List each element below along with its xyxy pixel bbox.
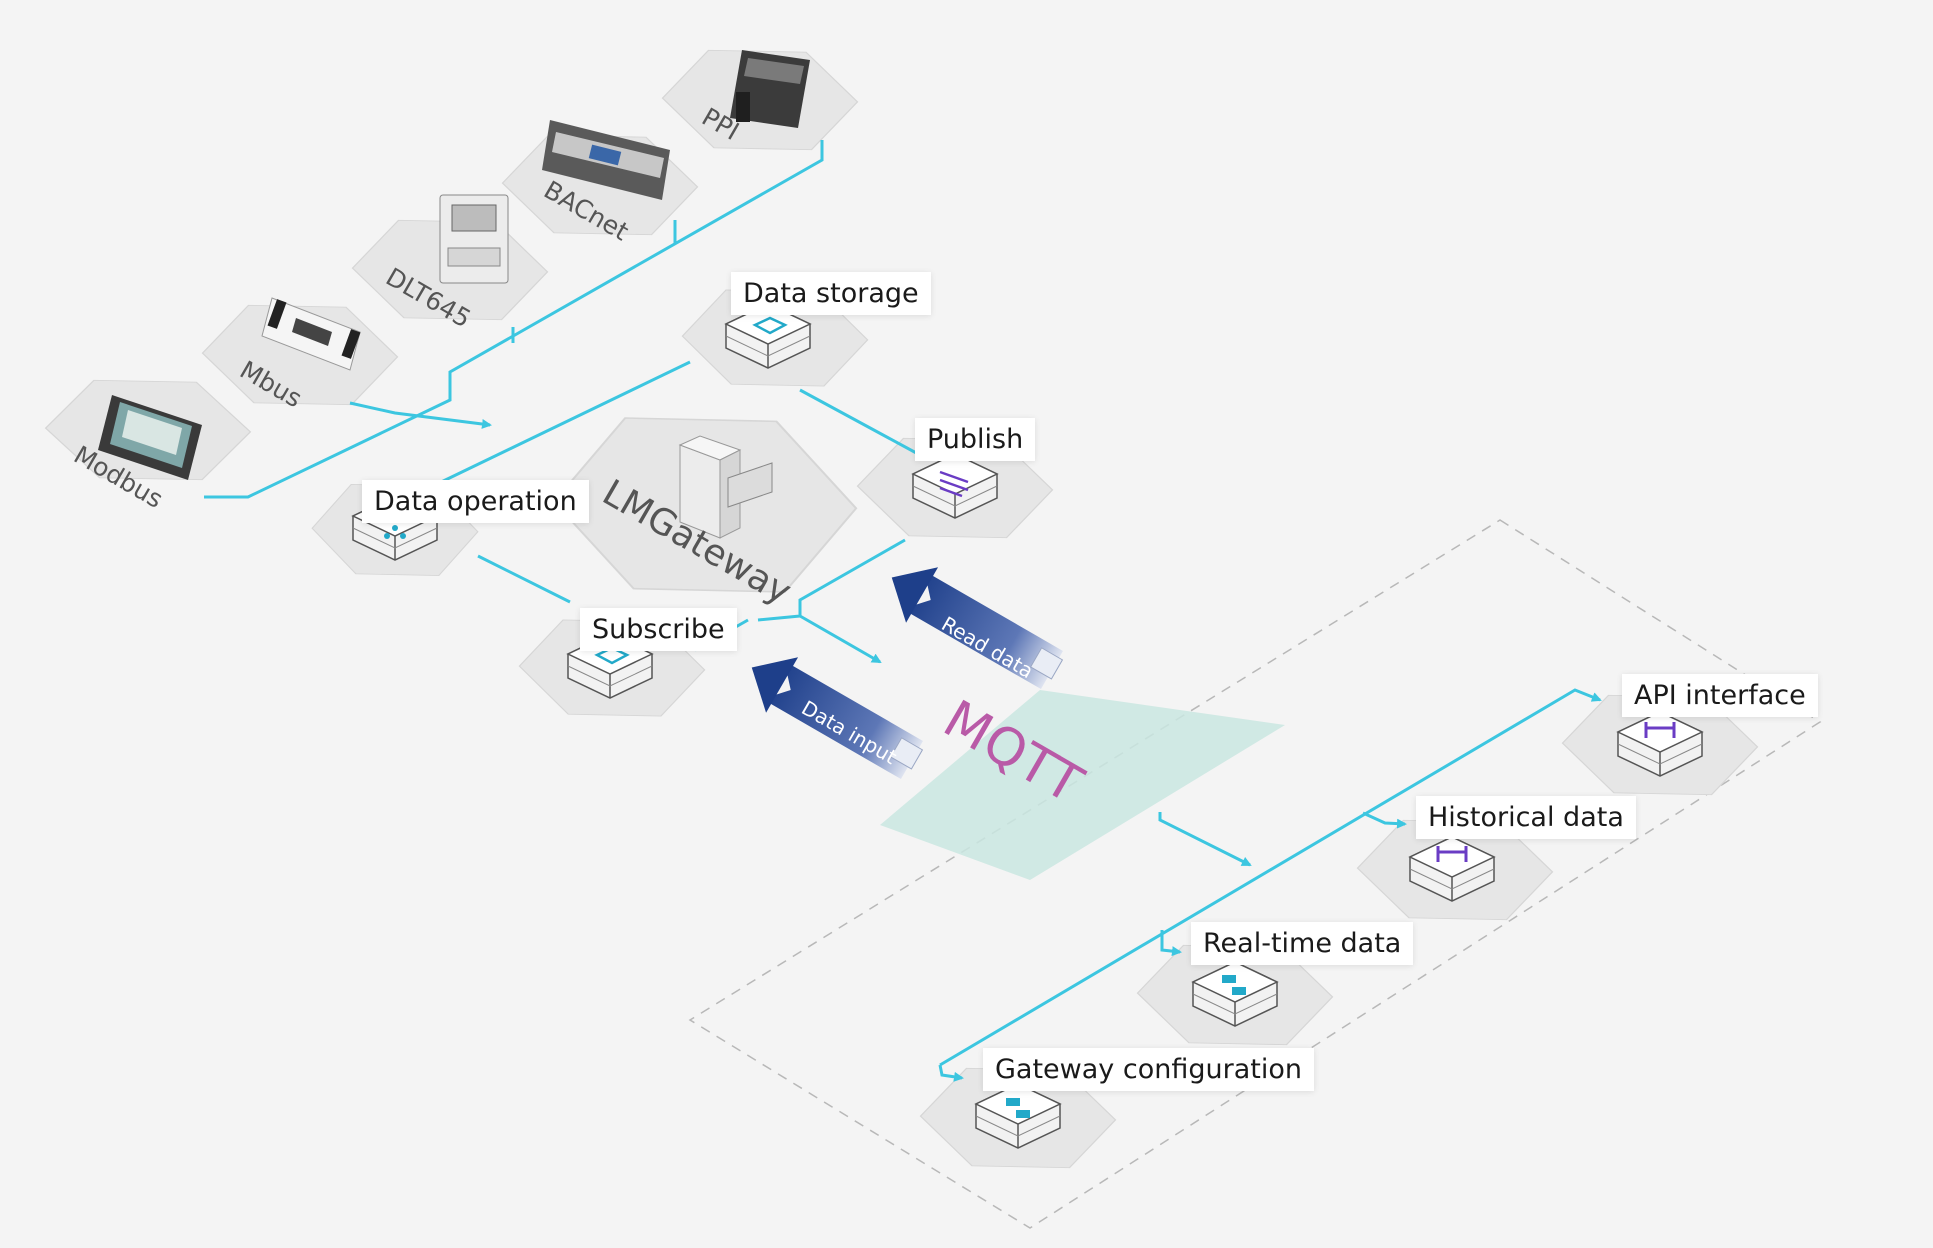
ppi-plc-icon <box>730 50 810 128</box>
data-storage-label: Data storage <box>731 272 931 315</box>
mbus-device-icon <box>261 297 361 371</box>
modbus-meter-icon <box>98 395 202 480</box>
gateway-configuration-label: Gateway configuration <box>983 1048 1314 1091</box>
historical-data-label: Historical data <box>1416 796 1636 839</box>
publish-icon <box>939 470 969 498</box>
read-data-arrow <box>891 567 1064 690</box>
data-operation-label: Data operation <box>362 480 589 523</box>
gateway-lines <box>434 360 921 664</box>
mqtt-plane[interactable] <box>880 690 1285 880</box>
bacnet-controller-icon <box>542 120 670 200</box>
output-tile-config[interactable] <box>896 1043 1140 1193</box>
output-tile-realtime[interactable] <box>1113 920 1357 1070</box>
output-lines <box>938 688 1602 1082</box>
api-interface-label: API interface <box>1622 674 1818 717</box>
lmgateway-tile[interactable] <box>517 375 893 635</box>
output-tile-historical[interactable] <box>1333 795 1577 945</box>
output-tile-api[interactable] <box>1538 670 1782 820</box>
historical-icon <box>1436 846 1468 862</box>
node-tile-data-storage[interactable] <box>659 266 891 410</box>
realtime-data-label: Real-time data <box>1191 922 1414 965</box>
dlt645-meter-icon <box>439 194 509 284</box>
realtime-icon <box>1222 975 1246 995</box>
data-storage-icon <box>752 316 788 335</box>
device-bus-lines <box>204 140 824 499</box>
data-input-arrow <box>751 657 924 780</box>
api-icon <box>1644 722 1676 738</box>
node-tile-publish[interactable] <box>833 413 1077 563</box>
output-zone-outline <box>688 519 1822 1229</box>
subscribe-label: Subscribe <box>580 608 737 651</box>
publish-label: Publish <box>915 418 1036 461</box>
config-icon <box>1006 1098 1030 1118</box>
